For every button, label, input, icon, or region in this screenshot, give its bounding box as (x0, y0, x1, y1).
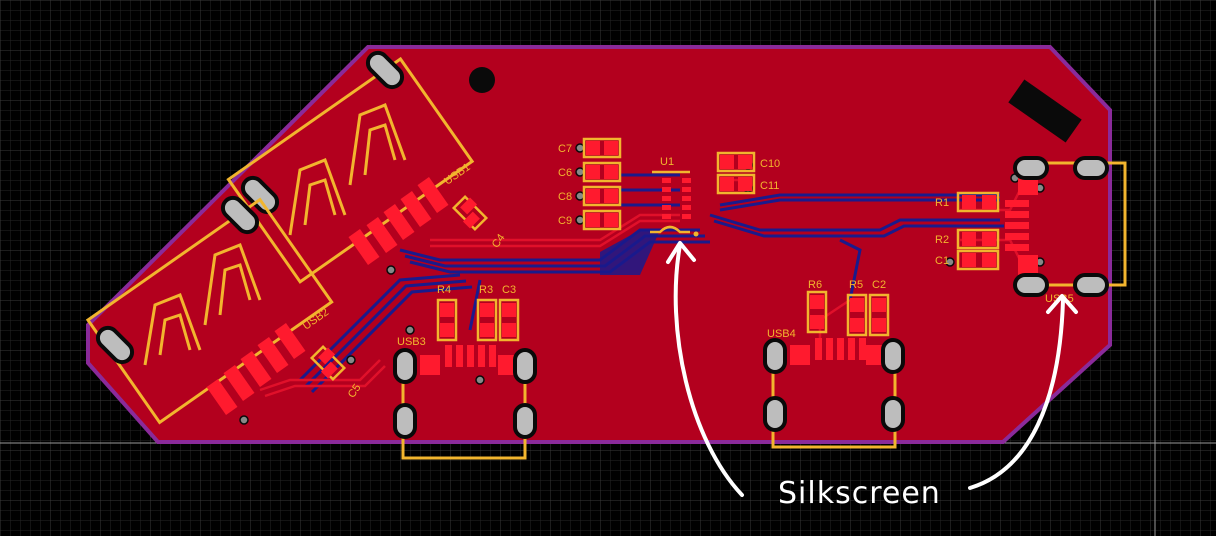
r2-designator: R2 (935, 234, 949, 246)
r1-component[interactable]: R1 (935, 191, 1000, 213)
usb1-pads (348, 177, 449, 265)
u1-designator: U1 (660, 156, 674, 168)
c2-component[interactable]: C2 (868, 279, 890, 337)
usb1-shield-pads (240, 50, 405, 215)
annotation-label: Silkscreen (778, 476, 941, 511)
r6-component[interactable]: R6 (806, 279, 828, 334)
c3-component[interactable]: C3 (498, 284, 520, 342)
c2-designator: C2 (872, 279, 886, 291)
c1-designator: C1 (935, 255, 949, 267)
usb3-shield-pads (393, 348, 537, 439)
usb5-pads (1005, 175, 1038, 275)
u1-silk-bottom (650, 225, 690, 234)
c8-component[interactable]: C8 (558, 185, 622, 207)
cap-column-c6-c9[interactable]: C7 C6 C8 C9 (558, 137, 622, 231)
vias (239, 143, 1045, 425)
r6-designator: R6 (808, 279, 822, 291)
usb4-shield-pads (763, 338, 905, 432)
usb3-designator: USB3 (397, 336, 426, 348)
r5-designator: R5 (849, 279, 863, 291)
c3-designator: C3 (502, 284, 516, 296)
c7-component[interactable]: C7 (558, 137, 622, 159)
usb4-footprint[interactable]: USB4 (763, 328, 905, 449)
usb5-footprint[interactable]: USB5 (1005, 156, 1127, 305)
usb5-shield-pads (1013, 156, 1109, 297)
usb1-footprint[interactable]: USB1 (226, 49, 475, 284)
mounting-hole[interactable] (469, 67, 495, 93)
usb1-silk-outline (226, 56, 475, 284)
c11-component[interactable]: C11 (716, 173, 779, 195)
r4-designator: R4 (437, 284, 451, 296)
arrow-to-usb5-outline (968, 298, 1065, 490)
r5-component[interactable]: R5 (846, 279, 868, 337)
arrow-to-u1-outline (673, 243, 744, 497)
c6-designator: C6 (558, 167, 572, 179)
c4-component[interactable]: C4 (451, 194, 508, 251)
board-marker (1008, 79, 1082, 143)
bottom-layer-pour (600, 230, 660, 275)
arrowhead-usb5 (1046, 294, 1078, 314)
c7-designator: C7 (558, 143, 572, 155)
r4-component[interactable]: R4 (436, 284, 458, 342)
usb2-shield-pads (95, 195, 260, 365)
usb2-silk-glyphs (143, 243, 262, 366)
r3-designator: R3 (479, 284, 493, 296)
r1-designator: R1 (935, 197, 949, 209)
c9-component[interactable]: C9 (558, 209, 622, 231)
c10-designator: C10 (760, 158, 780, 170)
usb2-footprint[interactable]: USB2 (85, 194, 334, 425)
c6-component[interactable]: C6 (558, 161, 622, 183)
c1-component[interactable]: C1 (935, 249, 1000, 271)
c10-component[interactable]: C10 (716, 151, 780, 173)
annotation-arrows (666, 241, 1078, 497)
usb3-footprint[interactable]: USB3 (393, 336, 537, 460)
usb2-pads (206, 323, 306, 415)
c8-designator: C8 (558, 191, 572, 203)
usb4-designator: USB4 (767, 328, 796, 340)
u1-pads (662, 178, 691, 219)
r3-component[interactable]: R3 (476, 284, 498, 342)
u1-component[interactable]: U1 (650, 156, 699, 237)
u1-pin1-marker (693, 231, 699, 237)
usb1-silk-glyphs (288, 103, 407, 236)
c9-designator: C9 (558, 215, 572, 227)
c11-designator: C11 (760, 180, 779, 192)
arrowhead-u1 (666, 241, 696, 264)
r2-component[interactable]: R2 (935, 228, 1000, 250)
